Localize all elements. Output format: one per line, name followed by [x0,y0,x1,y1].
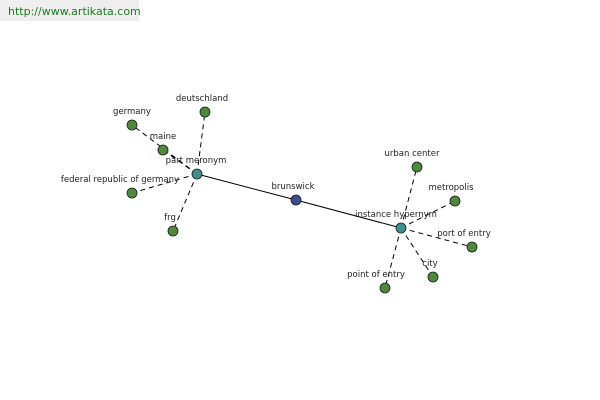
node-relation-label[interactable]: part meronym [166,156,227,166]
edge-part-meronym-leaf [162,149,198,175]
node-relation-label[interactable]: instance hypernym [355,210,437,220]
edge-center-to-instance-hypernym [295,199,402,229]
node-leaf-label[interactable]: maine [150,132,176,142]
edge-instance-hypernym-leaf [400,227,473,248]
node-leaf[interactable] [466,241,478,253]
node-center-label[interactable]: brunswick [271,182,314,192]
edge-instance-hypernym-leaf [400,200,456,229]
node-relation-instance-hypernym[interactable] [395,222,407,234]
node-leaf[interactable] [157,144,169,156]
edge-instance-hypernym-leaf [400,227,434,278]
node-leaf-label[interactable]: germany [113,107,151,117]
node-leaf-label[interactable]: metropolis [428,183,474,193]
node-leaf[interactable] [379,282,391,294]
node-leaf-label[interactable]: frg [164,213,176,223]
edge-instance-hypernym-leaf [400,166,418,229]
edge-instance-hypernym-leaf [384,227,402,289]
node-leaf-label[interactable]: point of entry [347,270,405,280]
node-leaf-label[interactable]: urban center [385,149,440,159]
node-center[interactable] [290,194,302,206]
url-text[interactable]: http://www.artikata.com [8,5,141,18]
url-bar[interactable]: http://www.artikata.com [0,0,141,21]
edges [131,111,473,289]
node-leaf-label[interactable]: port of entry [437,229,491,239]
edge-part-meronym-leaf [196,111,206,175]
node-relation-part-meronym[interactable] [191,168,203,180]
node-leaf-label[interactable]: city [422,259,437,269]
edge-part-meronym-leaf [172,173,198,232]
edge-center-to-part-meronym [196,173,297,201]
node-leaf-label[interactable]: deutschland [176,94,228,104]
node-leaf[interactable] [126,187,138,199]
edge-part-meronym-leaf [131,173,198,194]
nodes: brunswick part meronym deutschland germany m… [61,94,491,294]
node-leaf-label[interactable]: federal republic of germany [61,175,179,185]
node-leaf[interactable] [126,119,138,131]
node-leaf[interactable] [449,195,461,207]
node-leaf[interactable] [411,161,423,173]
node-leaf[interactable] [167,225,179,237]
node-leaf[interactable] [199,106,211,118]
node-leaf[interactable] [427,271,439,283]
